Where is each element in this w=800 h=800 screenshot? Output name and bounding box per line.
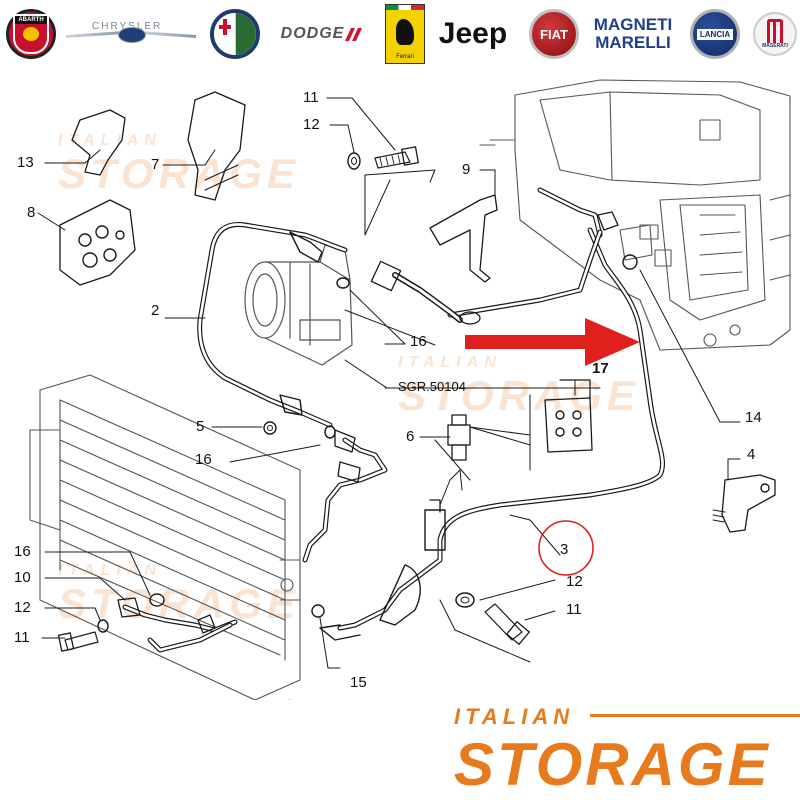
dodge-logo: DODGE [270, 0, 370, 68]
evaporator-housing [479, 79, 791, 351]
abarth-shield-icon: ABARTH [13, 14, 49, 54]
chrysler-wordmark: CHRYSLER [92, 21, 162, 32]
abarth-logo: ABARTH [0, 0, 62, 68]
callout-16-left: 16 [195, 451, 212, 468]
lancia-logo: LANCIA [682, 0, 748, 68]
maserati-wordmark: MASERATI [762, 43, 788, 49]
cross-icon [214, 13, 236, 55]
callout-4: 4 [747, 446, 756, 463]
maserati-logo: MASERATI [750, 0, 800, 68]
chrysler-logo: CHRYSLER [62, 0, 200, 68]
magneti-marelli-logo: MAGNETI MARELLI [586, 0, 680, 68]
biscione-icon [235, 13, 256, 55]
callout-11-right: 11 [566, 601, 582, 618]
hose-2 [197, 221, 348, 428]
callout-12-right: 12 [566, 573, 583, 590]
highlight-circle [538, 520, 594, 576]
jeep-wordmark: Jeep [438, 17, 508, 50]
callout-9: 9 [462, 161, 471, 178]
maserati-badge-icon: MASERATI [753, 12, 797, 56]
alfa-romeo-badge-icon [210, 9, 260, 59]
jeep-logo: Jeep [428, 0, 518, 68]
callout-12-left: 12 [14, 599, 31, 616]
alfa-romeo-logo [200, 0, 270, 68]
fiat-logo: FIAT [524, 0, 584, 68]
callout-5: 5 [196, 418, 205, 435]
fiat-wordmark: FIAT [540, 26, 568, 42]
abarth-wordmark: ABARTH [15, 16, 47, 24]
right-wing-icon [138, 30, 196, 39]
scorpion-icon [23, 27, 39, 41]
lancia-wordmark: LANCIA [696, 28, 734, 40]
callout-11-left: 11 [14, 629, 30, 646]
callout-7: 7 [151, 156, 160, 173]
ferrari-shield-icon: Ferrari [385, 4, 425, 64]
callout-17: 17 [592, 360, 609, 377]
lancia-badge-icon: LANCIA [690, 9, 740, 59]
compressor [244, 244, 353, 366]
callout-6: 6 [406, 428, 415, 445]
callout-16-bottom: 16 [14, 543, 31, 560]
condenser [29, 374, 301, 700]
italian-flag-icon [386, 5, 424, 10]
callout-15: 15 [350, 674, 367, 691]
prancing-horse-icon [396, 19, 414, 45]
magneti-wordmark: MAGNETI [593, 15, 673, 34]
leader-lines [37, 97, 741, 669]
ferrari-wordmark: Ferrari [396, 54, 414, 60]
fiat-badge-icon: FIAT [529, 9, 579, 59]
dodge-wordmark: DODGE [280, 25, 345, 42]
part-code-sgr: SGR.50104 [398, 379, 466, 394]
highlight-arrow-icon [465, 318, 640, 366]
logo-word-italian: ITALIAN [454, 704, 575, 729]
chrysler-wings-icon: CHRYSLER [66, 21, 196, 47]
ac-hose-exploded-diagram: ITALIAN STORAGE ITALIAN STORAGE ITALIAN … [0, 72, 800, 700]
dodge-stripes-icon [345, 27, 363, 41]
logo-rule-top [590, 714, 800, 717]
trident-icon [767, 19, 783, 43]
callout-16-mid: 16 [410, 333, 427, 350]
callout-10: 10 [14, 569, 31, 586]
ferrari-logo: Ferrari [383, 0, 427, 68]
callout-8: 8 [27, 204, 36, 221]
callout-13: 13 [17, 154, 34, 171]
callout-2: 2 [151, 302, 160, 319]
logo-word-storage: STORAGE [454, 731, 771, 798]
callout-3: 3 [560, 541, 569, 558]
callout-12-top: 12 [303, 116, 320, 133]
diagram-drawing [29, 79, 791, 700]
callout-14: 14 [745, 409, 762, 426]
marelli-wordmark: MARELLI [595, 33, 671, 52]
left-wing-icon [66, 30, 124, 39]
brand-logo-bar: ABARTH CHRYSLER DODGE Ferrari [0, 0, 800, 72]
abarth-badge: ABARTH [6, 9, 56, 59]
callout-11-top: 11 [303, 89, 319, 106]
italian-storage-logo: ITALIAN STORAGE [440, 700, 800, 800]
chrysler-seal-icon [118, 27, 146, 43]
